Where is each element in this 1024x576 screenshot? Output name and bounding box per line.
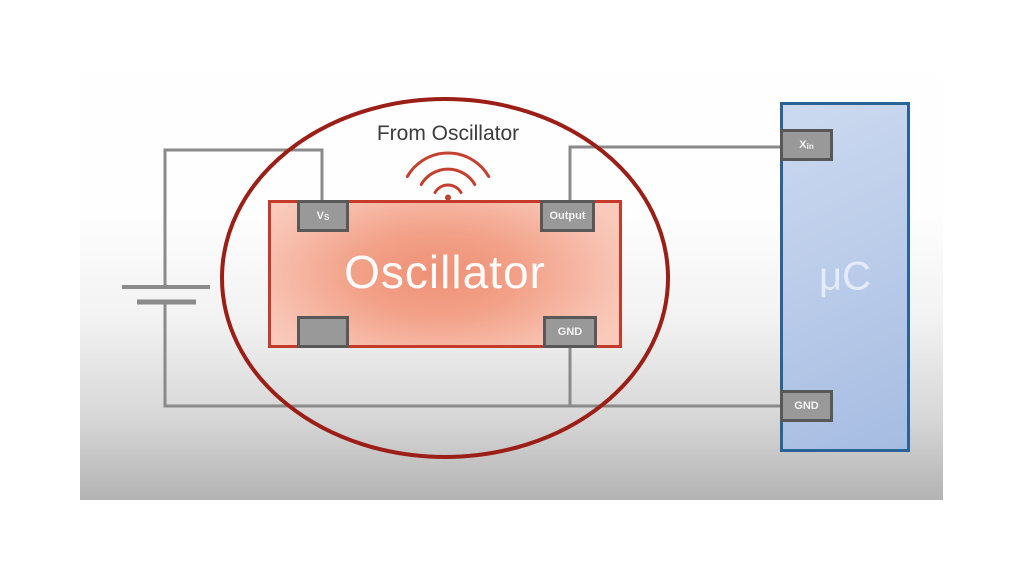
highlight-ellipse (220, 97, 670, 459)
oscillator-pin-unlabeled (297, 316, 349, 348)
wire-battery-to-vs (163, 148, 324, 287)
pin-vs-sub: S (324, 213, 330, 222)
wire-ground-bus (163, 302, 783, 408)
battery-icon (122, 285, 210, 305)
mcu-pin-gnd: GND (780, 390, 833, 422)
from-oscillator-label: From Oscillator (376, 122, 520, 145)
circuit-wires (163, 145, 783, 408)
pin-xin-label: X (799, 138, 807, 151)
pin-vs-label: V (316, 209, 324, 222)
wire-output-to-xin (568, 145, 783, 204)
oscillator-title: Oscillator (344, 245, 546, 298)
wireless-waves-icon (405, 151, 491, 201)
pin-mcu-gnd-label: GND (794, 399, 819, 412)
microcontroller-title: μC (819, 254, 871, 299)
oscillator-pin-output: Output (540, 200, 595, 232)
oscillator-pin-gnd: GND (543, 316, 597, 348)
pin-gnd-label: GND (557, 325, 583, 338)
pin-xin-sub: in (806, 142, 814, 151)
pin-output-label: Output (549, 209, 586, 222)
